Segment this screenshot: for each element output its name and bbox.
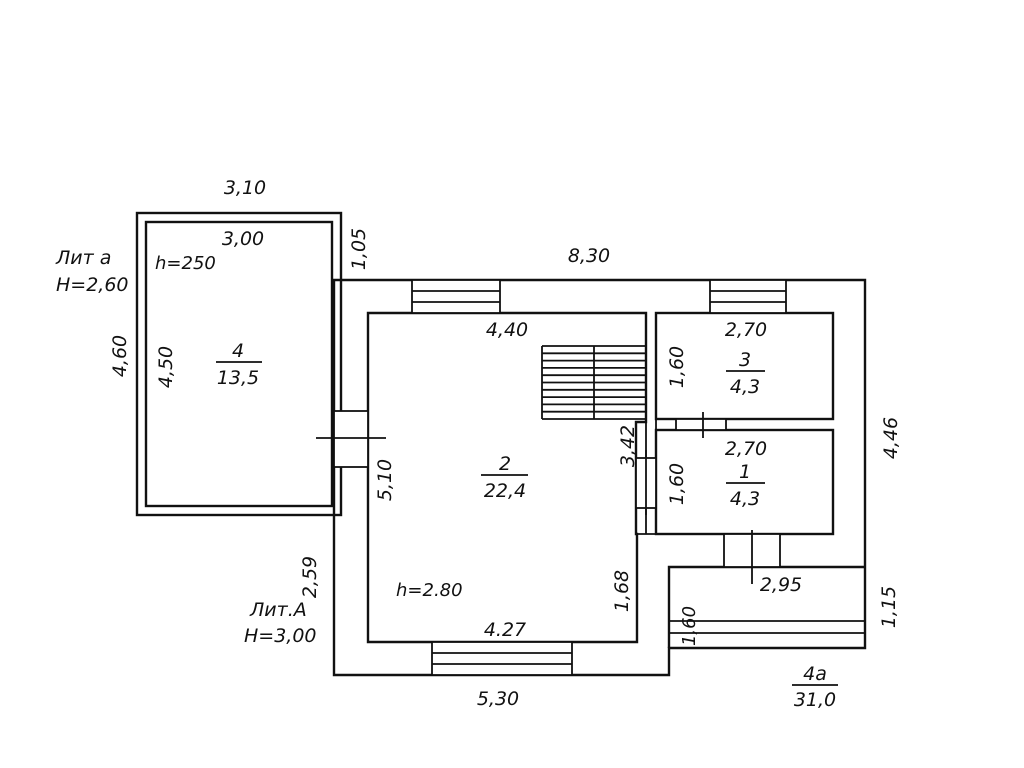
dim-room-2-top: 4,40: [486, 319, 528, 341]
room-3-area: 4,3: [730, 376, 760, 398]
room-1-area: 4,3: [730, 488, 760, 510]
window-top-left: [411, 279, 501, 314]
dim-stair-height: 3,42: [617, 425, 639, 467]
dim-corridor-width: 2,95: [760, 574, 802, 596]
main-outer-wall: [332, 278, 867, 677]
room-4-number: 4: [232, 340, 244, 362]
dim-room-3-height: 1,60: [666, 346, 688, 388]
dim-annex-inner-width: 3,00: [222, 228, 264, 250]
dim-left-lower: 2,59: [299, 556, 321, 598]
window-top-right: [709, 279, 787, 314]
dim-main-top: 8,30: [568, 245, 610, 267]
window-bottom: [431, 641, 573, 676]
ceiling-room-2: h=2.80: [396, 580, 463, 601]
ceiling-room-4: h=250: [155, 253, 216, 274]
staircase: [541, 345, 646, 420]
door-room-3-to-room-1: [675, 412, 727, 438]
lit-a-name: Лит а: [55, 247, 111, 269]
annex-outer-wall: [135, 211, 343, 517]
lit-A-name: Лит.А: [249, 599, 307, 621]
dim-right-height: 4,46: [880, 417, 902, 459]
room-1-number: 1: [739, 461, 751, 483]
room-2-area: 22,4: [484, 480, 526, 502]
dim-room-3-width: 2,70: [725, 319, 767, 341]
room-4-area: 13,5: [217, 367, 259, 389]
door-annex-to-room-2: [316, 410, 386, 468]
door-room-1-to-corridor: [723, 530, 781, 584]
dim-annex-inner-height: 4,50: [155, 346, 177, 388]
annex-inner-wall: [144, 220, 334, 508]
dim-corridor-height: 1,15: [878, 586, 900, 628]
annex-lit-a: [135, 211, 343, 517]
dim-annex-outer-width: 3,10: [224, 177, 266, 199]
dim-room-2-height: 5,10: [374, 459, 396, 501]
room-3-number: 3: [739, 349, 751, 371]
dim-room-1-width: 2,70: [725, 438, 767, 460]
dim-annex-outer-height: 4,60: [109, 335, 131, 377]
room-4a-area: 31,0: [794, 689, 836, 711]
room-2-number: 2: [499, 453, 511, 475]
dim-corridor-small: 1,60: [679, 606, 700, 646]
dim-bottom: 5,30: [477, 688, 519, 710]
door-room-2-to-room-1: [635, 450, 657, 515]
dim-room-2-lower-right: 1,68: [611, 570, 633, 612]
room-4a-number: 4а: [803, 663, 827, 685]
dim-room-1-height: 1,60: [666, 463, 688, 505]
lit-a-height: H=2,60: [56, 274, 129, 296]
dim-annex-offset: 1,05: [348, 228, 370, 270]
dim-room-2-bottom: 4.27: [484, 619, 526, 641]
window-corridor: [669, 620, 865, 634]
lit-A-height: H=3,00: [244, 625, 317, 647]
